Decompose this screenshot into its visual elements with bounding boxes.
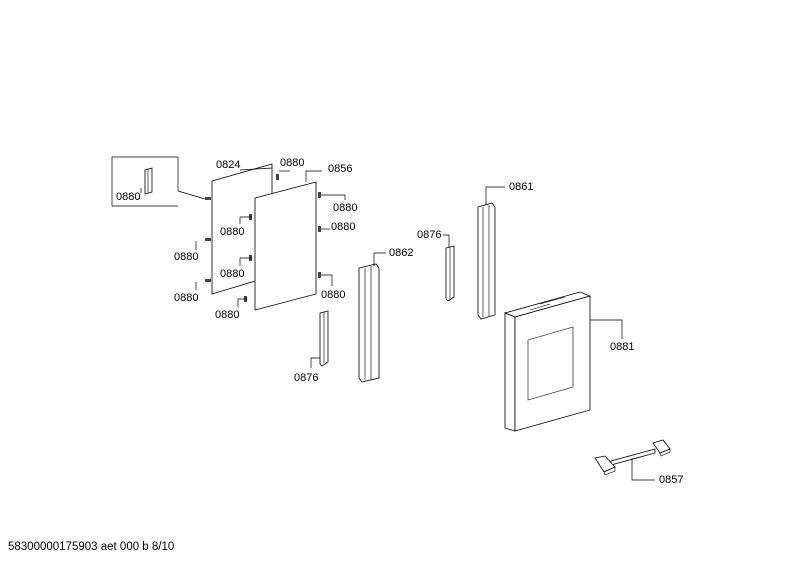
label-0880-a: 0880 (174, 251, 198, 263)
door-profile-0876-left: 0876 (294, 310, 329, 384)
label-0856: 0856 (328, 163, 352, 175)
label-0880-e: 0880 (220, 268, 244, 280)
label-0880-b: 0880 (174, 292, 198, 304)
door-profile-0876-right: 0876 (417, 229, 455, 302)
label-0880-i: 0880 (321, 289, 345, 301)
label-0876-left: 0876 (294, 372, 318, 384)
label-0876-right: 0876 (417, 229, 441, 241)
label-0824: 0824 (216, 159, 240, 171)
label-0880-g: 0880 (333, 202, 357, 214)
label-0880-c: 0880 (280, 157, 304, 169)
detail-inset: 0880 (111, 156, 206, 207)
side-profile-0861: 0861 (477, 181, 533, 320)
label-0861: 0861 (509, 181, 533, 193)
label-0880-inset: 0880 (116, 191, 140, 203)
label-0880-f: 0880 (215, 309, 239, 321)
outer-door-0881: 0881 (503, 291, 634, 432)
label-0857: 0857 (659, 474, 683, 486)
door-handle-0857: 0857 (594, 439, 683, 486)
label-0862: 0862 (389, 247, 413, 259)
label-0880-d: 0880 (220, 226, 244, 238)
label-0880-h: 0880 (331, 221, 355, 233)
document-footer: 58300000175903 aet 000 b 8/10 (8, 541, 175, 553)
side-profile-0862: 0862 (358, 247, 413, 383)
label-0881: 0881 (610, 341, 634, 353)
middle-glass-panel-0856: 0856 0880 0880 0880 0880 0880 0880 0880 (215, 157, 357, 321)
